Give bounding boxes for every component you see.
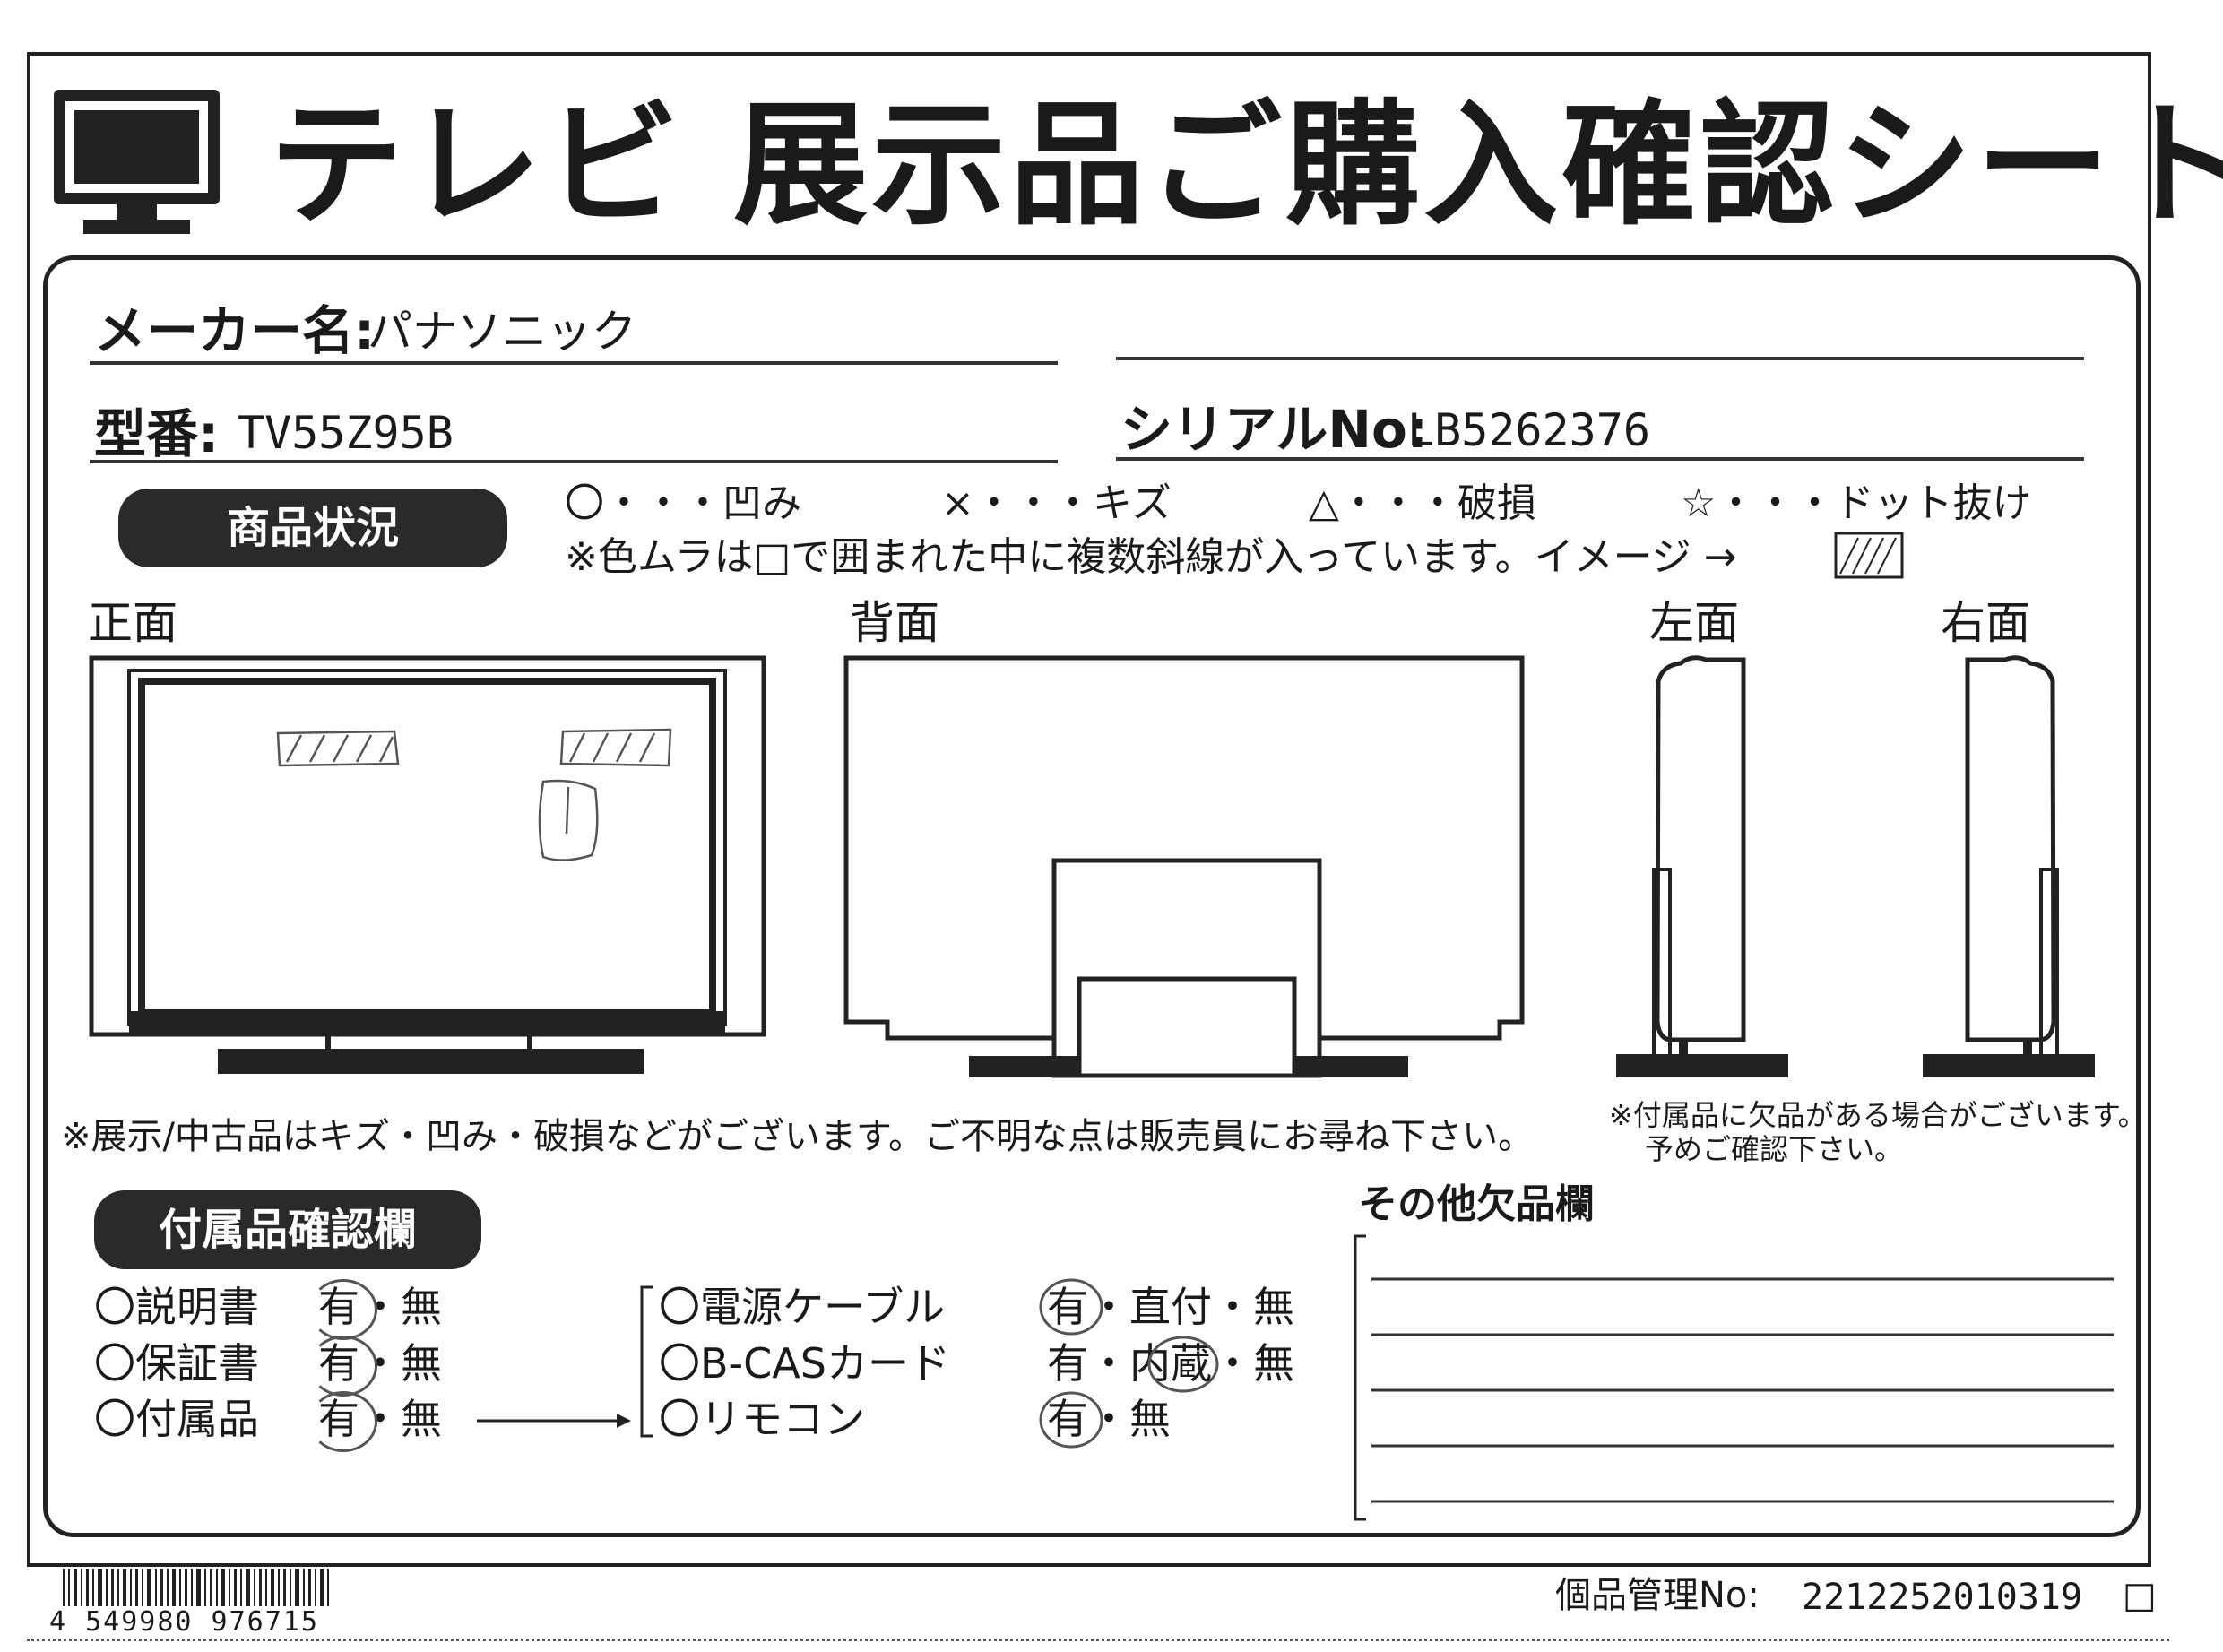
accessory-note-2: 予めご確認下さい。 bbox=[1645, 1132, 1904, 1166]
bcas-card-options: 有・内蔵・無 bbox=[1047, 1339, 1294, 1388]
hatch-sample-icon bbox=[1834, 532, 1904, 579]
items-no: 無 bbox=[401, 1395, 442, 1443]
page-title: テレビ 展示品ご購入確認シート bbox=[269, 88, 2223, 244]
serial-value: LB5262376 bbox=[1407, 404, 1650, 456]
accessory-items: 〇付属品 bbox=[94, 1398, 259, 1440]
right-view-diagram bbox=[1923, 655, 2095, 1077]
accessory-bcas-card: 〇B-CASカード bbox=[659, 1339, 950, 1388]
accessory-items-name: 〇付属品 bbox=[94, 1395, 259, 1443]
tv-icon bbox=[54, 90, 220, 234]
items-yes-circled: 有 bbox=[309, 1391, 377, 1452]
other-missing-label: その他欠品欄 bbox=[1358, 1181, 1595, 1227]
maker-value: パナソニック bbox=[368, 306, 636, 358]
manual-yes-circled: 有 bbox=[309, 1279, 377, 1340]
left-view-label: 左面 bbox=[1649, 597, 1739, 649]
maker-label: メーカー名: bbox=[94, 300, 376, 361]
serial-label: シリアルNo: bbox=[1120, 399, 1429, 460]
color-unevenness-mark-2 bbox=[559, 728, 672, 767]
accessory-warranty-options: 有・無 bbox=[309, 1336, 442, 1397]
management-number: 2212252010319 bbox=[1802, 1577, 2083, 1618]
accessory-badge: 付属品確認欄 bbox=[94, 1190, 481, 1269]
cut-line bbox=[27, 1639, 2169, 1641]
accessory-power-cable: 〇電源ケーブル bbox=[659, 1283, 946, 1331]
barcode-number: 4 549980 976715 bbox=[49, 1606, 319, 1638]
model-label: 型番: bbox=[94, 403, 220, 464]
bracket bbox=[640, 1285, 653, 1438]
warranty-no: 無 bbox=[401, 1339, 442, 1388]
blank-underline bbox=[1116, 357, 2084, 360]
back-view-diagram bbox=[843, 655, 1525, 1078]
sheet-border bbox=[27, 52, 2151, 1567]
management-checkbox: □ bbox=[2123, 1575, 2157, 1616]
accessory-warranty: 〇保証書 bbox=[94, 1343, 259, 1384]
legend-damage: △・・・破損 bbox=[1309, 480, 1536, 526]
accessory-manual-name: 〇説明書 bbox=[94, 1283, 259, 1331]
accessory-remote: 〇リモコン bbox=[659, 1395, 865, 1443]
color-unevenness-mark-1 bbox=[276, 730, 400, 767]
other-missing-lines bbox=[1354, 1234, 2114, 1521]
form-panel bbox=[43, 255, 2141, 1537]
legend-dead-pixel: ☆・・・ドット抜け bbox=[1681, 480, 2032, 526]
color-unevenness-note: ※色ムラは□で囲まれた中に複数斜線が入っています。イメージ → bbox=[565, 534, 1737, 580]
accessory-manual-options: 有・無 bbox=[309, 1279, 442, 1340]
maker-underline bbox=[90, 361, 1058, 365]
accessory-items-options: 有・無 bbox=[309, 1391, 442, 1452]
power-cable-options: 有・直付・無 bbox=[1047, 1283, 1294, 1331]
model-underline bbox=[90, 460, 1058, 463]
dent-mark bbox=[538, 779, 599, 861]
accessory-note-1: ※付属品に欠品がある場合がございます。 bbox=[1609, 1098, 2147, 1132]
accessory-warranty-name: 〇保証書 bbox=[94, 1339, 259, 1388]
damage-note: ※展示/中古品はキズ・凹み・破損などがございます。ご不明な点は販売員にお尋ね下さ… bbox=[61, 1116, 1534, 1157]
front-view-label: 正面 bbox=[88, 597, 177, 649]
remote-options: 有・無 bbox=[1047, 1395, 1171, 1443]
left-view-diagram bbox=[1616, 655, 1788, 1077]
arrow-right-icon bbox=[477, 1414, 631, 1428]
right-view-label: 右面 bbox=[1941, 597, 2030, 649]
legend-scratch: ×・・・キズ bbox=[941, 480, 1172, 526]
condition-badge: 商品状況 bbox=[118, 489, 507, 567]
warranty-yes-circled: 有 bbox=[309, 1336, 377, 1397]
model-value: TV55Z95B bbox=[238, 407, 454, 459]
back-view-label: 背面 bbox=[850, 597, 939, 649]
barcode bbox=[63, 1569, 329, 1606]
legend-dent: 〇・・・凹み bbox=[565, 480, 801, 526]
front-view-diagram bbox=[89, 655, 766, 1074]
accessory-manual: 〇説明書 bbox=[94, 1286, 259, 1328]
serial-underline bbox=[1116, 457, 2084, 461]
management-label: 個品管理No: bbox=[1555, 1575, 1760, 1616]
manual-no: 無 bbox=[401, 1283, 442, 1331]
handwritten-circles bbox=[1039, 1278, 1219, 1449]
